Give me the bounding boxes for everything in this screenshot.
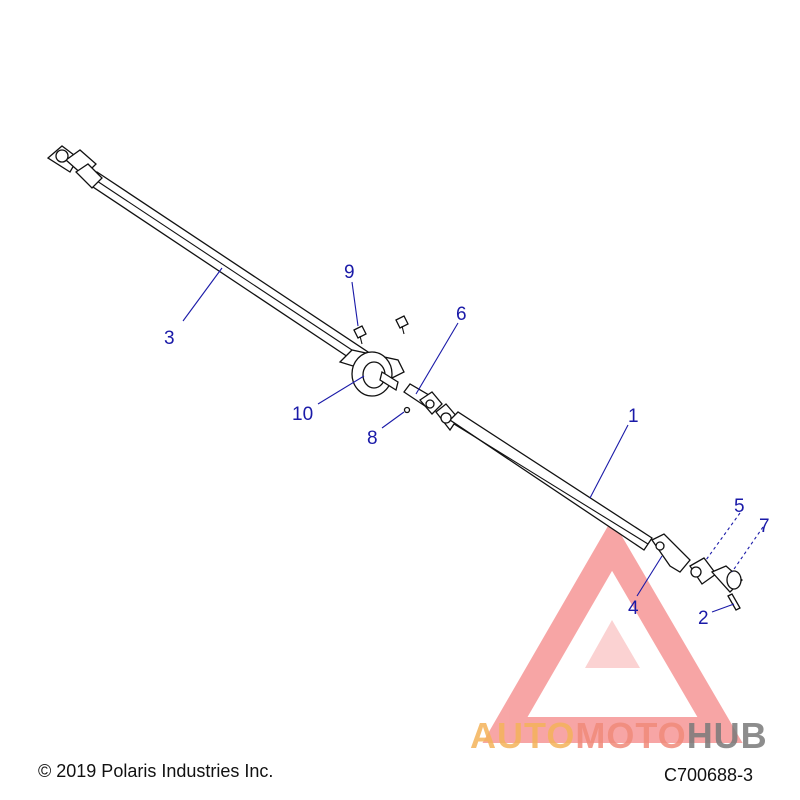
watermark-moto: MOTO bbox=[575, 715, 687, 756]
slip-yoke bbox=[403, 383, 443, 415]
watermark-auto: AUTO bbox=[470, 715, 576, 756]
callout-3: 3 bbox=[164, 328, 175, 349]
leader-lines bbox=[182, 267, 764, 613]
front-yoke bbox=[651, 533, 691, 573]
callout-2: 2 bbox=[698, 608, 709, 629]
callout-1: 1 bbox=[628, 406, 639, 427]
grease-fitting bbox=[403, 406, 411, 414]
watermark-text: AUTOMOTOHUB bbox=[470, 715, 768, 757]
pinion-yoke bbox=[710, 565, 743, 593]
u-joint-cross bbox=[689, 557, 717, 585]
bolts bbox=[353, 315, 409, 345]
callout-5: 5 bbox=[734, 496, 745, 517]
copyright-notice: © 2019 Polaris Industries Inc. bbox=[38, 761, 274, 781]
front-driveshaft bbox=[435, 403, 653, 551]
callout-6: 6 bbox=[456, 304, 467, 325]
center-bearing bbox=[338, 349, 405, 397]
watermark-hub: HUB bbox=[686, 715, 768, 756]
drawing-code: C700688-3 bbox=[664, 765, 754, 785]
roll-pin bbox=[727, 593, 741, 611]
watermark-logo bbox=[482, 519, 743, 743]
callout-8: 8 bbox=[367, 428, 378, 449]
callout-7: 7 bbox=[759, 516, 770, 537]
callout-9: 9 bbox=[344, 262, 355, 283]
rear-driveshaft bbox=[46, 145, 369, 366]
callout-10: 10 bbox=[292, 404, 313, 425]
callout-labels: 1 2 3 4 5 6 7 8 9 10 bbox=[164, 262, 770, 629]
callout-4: 4 bbox=[628, 598, 639, 619]
